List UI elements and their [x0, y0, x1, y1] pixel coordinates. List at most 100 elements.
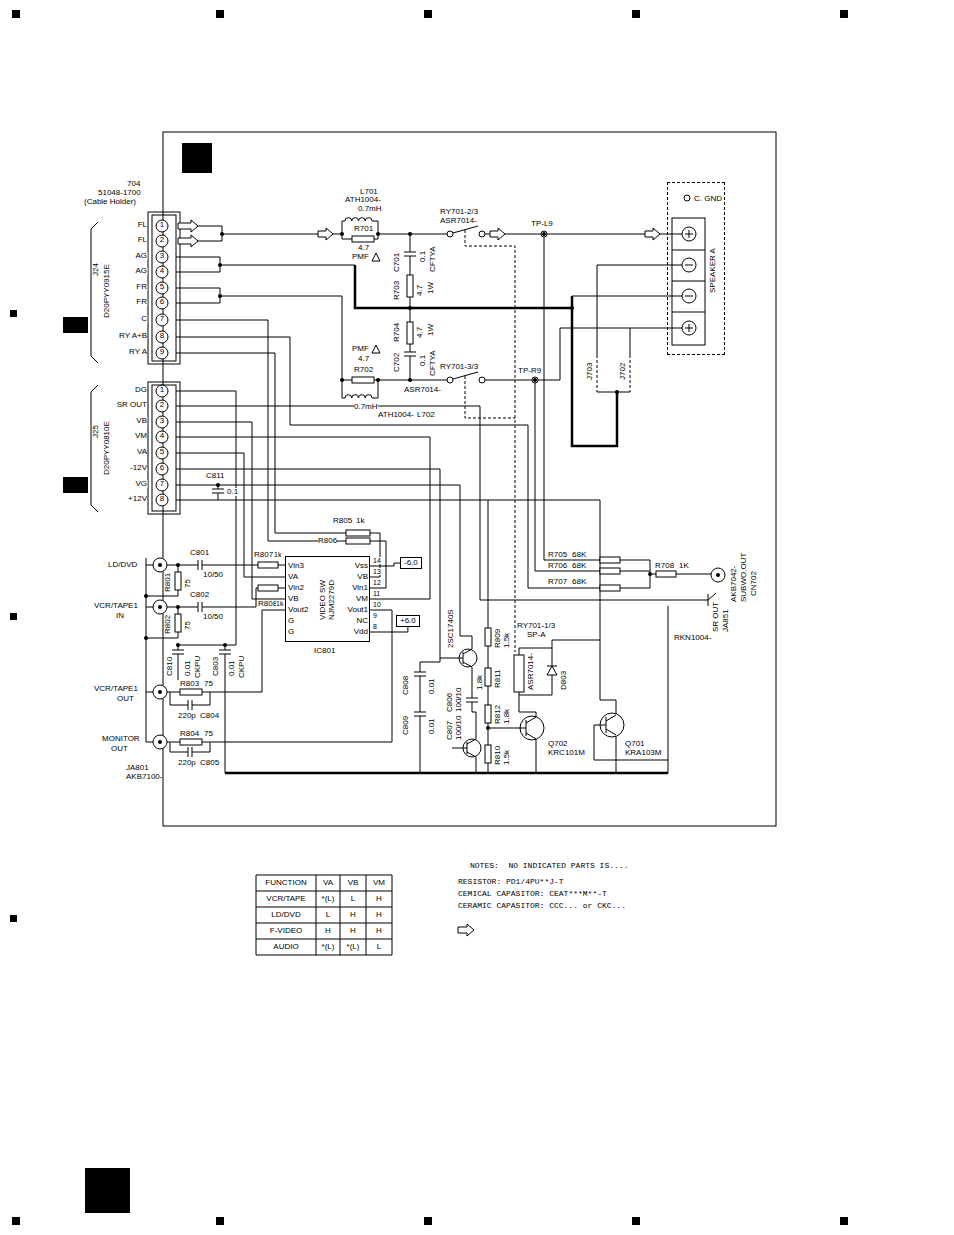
part-label: 0.01: [428, 718, 436, 734]
part-label: R812: [494, 705, 502, 724]
wire: [488, 500, 489, 628]
pin-name: G: [288, 628, 294, 636]
hollow-arrow: [645, 228, 660, 240]
part-label: 0.01: [428, 678, 436, 694]
pin-name: Vin1: [352, 584, 368, 592]
wire: [672, 250, 705, 251]
wire: [146, 692, 153, 693]
part-label: 4.7: [416, 327, 424, 338]
wire: [212, 489, 224, 490]
part-label: 8: [373, 623, 377, 630]
wire: [668, 606, 669, 773]
wire: [410, 234, 411, 252]
wire: [222, 234, 318, 235]
terminal-ring: [156, 347, 168, 359]
junction-dot: [486, 726, 490, 730]
part-label: 220p: [178, 759, 196, 767]
wire: [597, 265, 598, 355]
wire: [672, 281, 705, 282]
wire: [374, 239, 378, 240]
part-label: 4.7: [358, 355, 369, 363]
wire: [218, 485, 472, 649]
wire: [342, 221, 343, 239]
part-label: JA801: [126, 764, 149, 772]
wire: [167, 742, 180, 743]
part-label: VB: [136, 417, 147, 425]
junction-dot: [376, 232, 380, 236]
hollow-arrow: [372, 253, 380, 261]
part-label: C810: [166, 657, 174, 676]
wire: [466, 698, 478, 699]
wire: [536, 739, 537, 773]
table-cell: FUNCTION: [265, 879, 306, 887]
wire: [167, 607, 198, 608]
transistor-symbol: [467, 739, 476, 744]
terminal-ring: [447, 231, 453, 237]
table-cell: H: [376, 911, 382, 919]
part-label: CKPU: [238, 656, 246, 678]
terminal-ring: [459, 649, 477, 667]
part-label: R810: [494, 746, 502, 765]
wire: [472, 702, 473, 712]
terminal-ring: [541, 231, 547, 237]
wire: [225, 654, 226, 680]
part-label: 1W: [427, 282, 435, 294]
part-label: FR: [136, 298, 147, 306]
terminal-ring: [479, 377, 485, 383]
wire: [410, 356, 411, 380]
terminal-ring: [156, 385, 168, 397]
pin-number: 2: [160, 401, 164, 409]
terminal-ring: [682, 289, 696, 303]
pin-number: 5: [160, 448, 164, 456]
wire: [340, 875, 341, 955]
wire: [488, 728, 520, 729]
wire: [660, 234, 672, 235]
part-label: 10/50: [203, 571, 223, 579]
part-label: R809: [494, 629, 502, 648]
junction-dot: [220, 232, 224, 236]
part-label: 10: [373, 601, 381, 608]
wire: [176, 406, 700, 600]
part-label: 220p: [178, 712, 196, 720]
part-label: C702: [393, 353, 401, 372]
marker-block: [424, 1217, 432, 1225]
part-label: R806: [318, 537, 337, 545]
marker-block: [10, 915, 17, 922]
resistor-symbol: [258, 562, 278, 568]
wire: [410, 344, 411, 352]
wire: [370, 533, 380, 577]
part-label: 51048-1700: [98, 189, 141, 197]
part-label: 75: [204, 730, 213, 738]
part-label: R701: [354, 225, 373, 233]
wire: [176, 257, 220, 272]
part-label: 1.5k: [503, 750, 511, 765]
outline-box: [148, 382, 180, 514]
part-label: R707: [548, 578, 567, 586]
part-label: RY701-2/3: [440, 208, 478, 216]
part-label: JA851: [722, 609, 730, 632]
transistor-symbol: [463, 662, 472, 667]
wire: [472, 712, 476, 739]
junction-dot: [408, 306, 412, 310]
wire: [176, 353, 346, 533]
part-label: L701: [360, 188, 378, 196]
part-label: 0.7mH: [358, 205, 382, 213]
pin-number: 6: [160, 298, 164, 306]
pin-number: 4: [160, 267, 164, 275]
wire: [488, 763, 489, 773]
terminal-ring: [156, 479, 168, 491]
junction-dot: [158, 605, 162, 609]
part-label: 100/10: [455, 716, 463, 740]
pin-name: VB: [357, 573, 368, 581]
wire: [452, 748, 463, 749]
junction-dot: [158, 740, 162, 744]
part-label: KRA103M: [625, 749, 661, 757]
wire: [378, 234, 447, 235]
part-label: AG: [135, 252, 147, 260]
wire: [672, 312, 705, 313]
junction-dot: [408, 378, 412, 382]
wire: [505, 234, 645, 235]
hollow-arrow: [458, 924, 474, 936]
wire: [220, 265, 355, 266]
part-label: Q701: [625, 740, 645, 748]
